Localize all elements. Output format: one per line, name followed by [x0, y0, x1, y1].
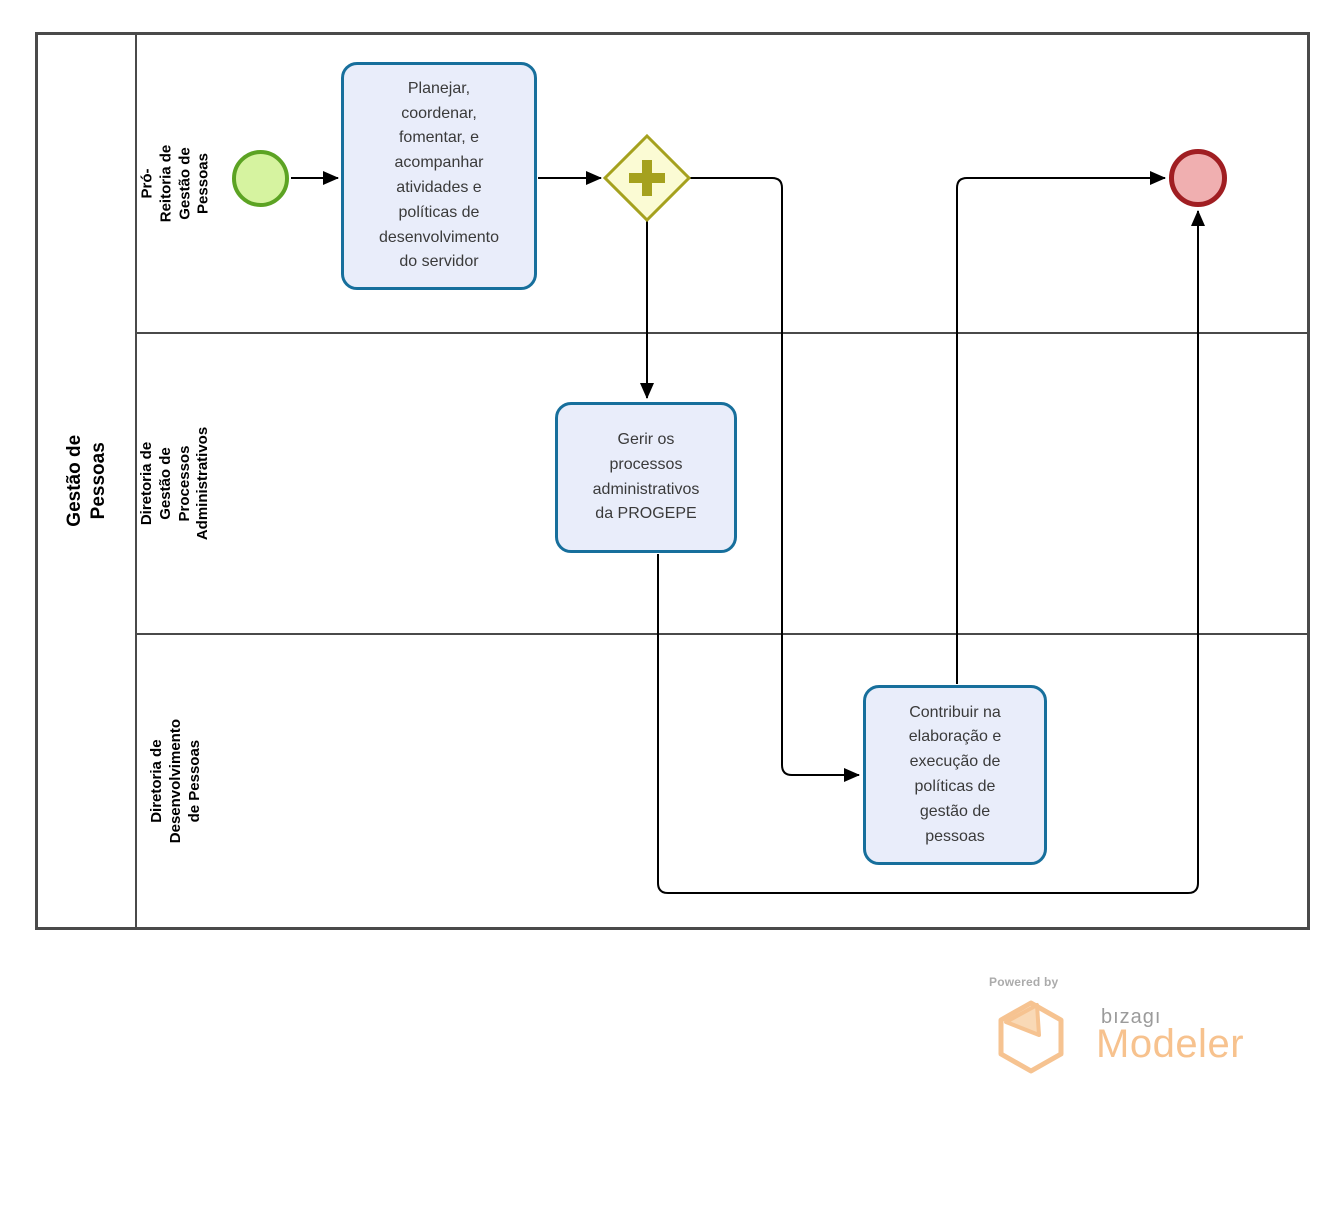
- flow-gateway-to-contribuir[interactable]: [689, 177, 860, 782]
- bizagi-wordmark: bızagı: [1101, 1006, 1162, 1028]
- task-label: Gerir os processos administrativos da PR…: [592, 430, 700, 523]
- pool-header-divider: [135, 35, 137, 927]
- flow-gerir-to-end[interactable]: [657, 210, 1205, 894]
- task-planejar[interactable]: Planejar, coordenar, fomentar, e acompan…: [341, 62, 537, 290]
- modeler-wordmark: Modeler: [1096, 1022, 1245, 1066]
- task-label: Planejar, coordenar, fomentar, e acompan…: [378, 79, 500, 271]
- flow-contribuir-to-end[interactable]: [956, 171, 1166, 684]
- task-label: Contribuir na elaboração e execução de p…: [908, 703, 1002, 845]
- powered-by-text: Powered by: [989, 975, 1059, 989]
- task-gerir[interactable]: Gerir os processos administrativos da PR…: [555, 402, 737, 553]
- bizagi-hexagon-icon: [998, 1000, 1064, 1074]
- lane-divider-1: [137, 332, 1307, 334]
- end-event[interactable]: [1169, 149, 1227, 207]
- task-contribuir[interactable]: Contribuir na elaboração e execução de p…: [863, 685, 1047, 865]
- gateway-plus-icon: [629, 160, 665, 196]
- lane-divider-2: [137, 633, 1307, 635]
- parallel-gateway[interactable]: [602, 133, 692, 223]
- start-event[interactable]: [232, 150, 289, 207]
